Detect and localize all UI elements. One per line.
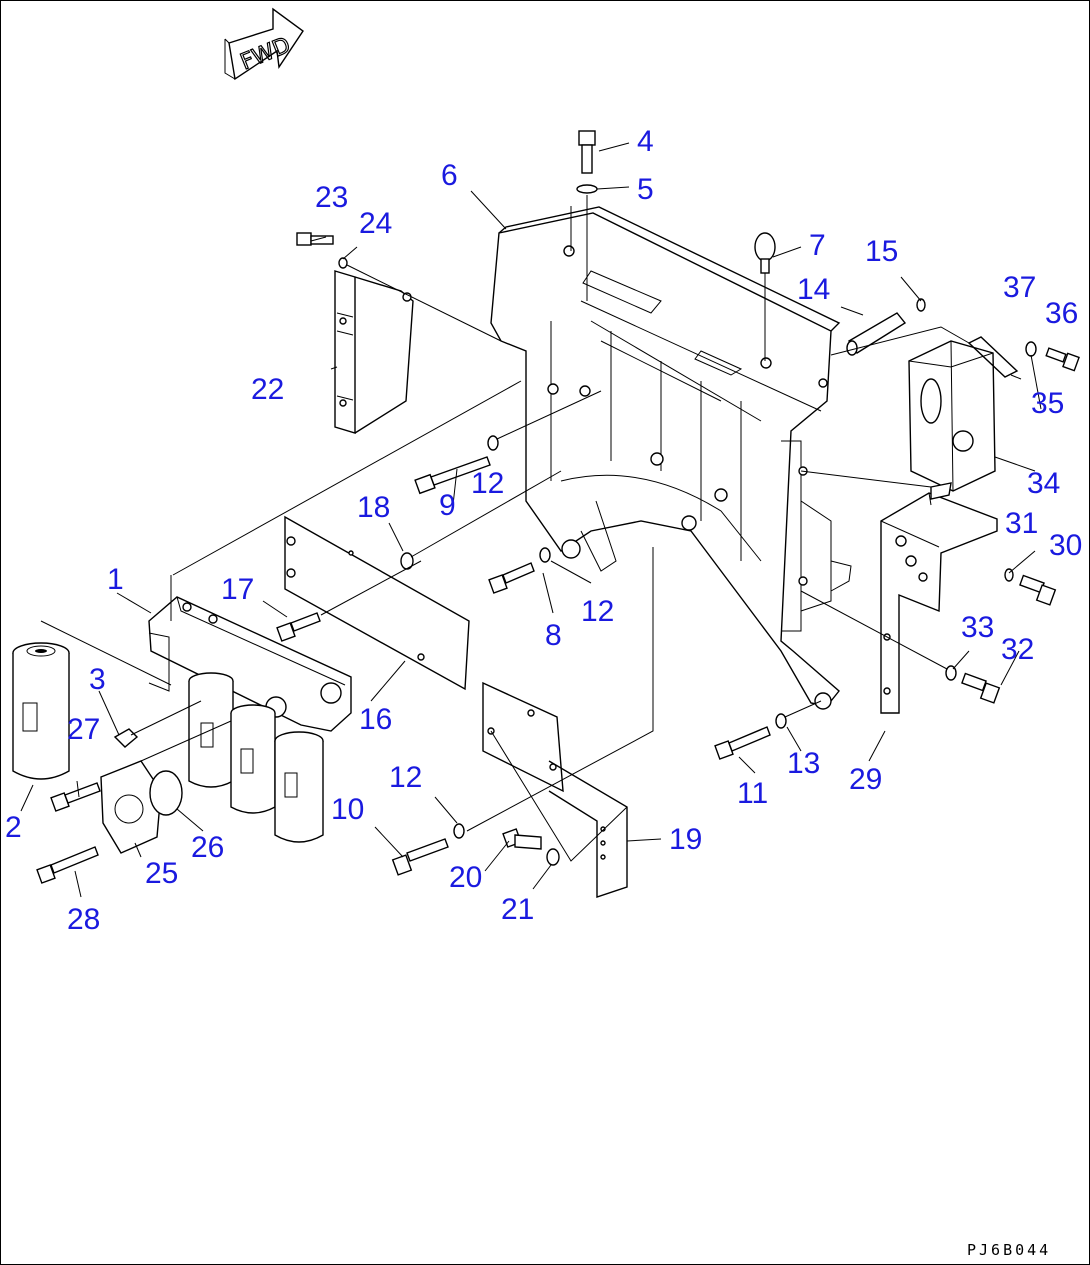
callout-13: 13	[787, 747, 820, 780]
callout-9: 9	[439, 489, 456, 522]
callout-31: 31	[1005, 507, 1038, 540]
callout-22: 22	[251, 373, 284, 406]
main-frame-part	[490, 206, 852, 710]
bolt-8-part	[488, 547, 551, 594]
callout-23: 23	[315, 181, 348, 214]
callout-15: 15	[865, 235, 898, 268]
bolt-4-part	[570, 130, 598, 301]
drawing-code: PJ6B044	[967, 1241, 1051, 1259]
plate-16-part	[276, 470, 562, 691]
callout-2: 2	[5, 811, 22, 844]
callout-16: 16	[359, 703, 392, 736]
callout-19: 19	[669, 823, 702, 856]
bracket-29-part	[800, 470, 1057, 714]
callout-26: 26	[191, 831, 224, 864]
callout-27: 27	[67, 713, 100, 746]
callout-14: 14	[797, 273, 830, 306]
plate-19-part	[391, 547, 654, 898]
callout-7: 7	[809, 229, 826, 262]
eye-bolt-7-part	[754, 232, 776, 361]
fwd-text: FWD	[237, 33, 294, 75]
callout-12-b: 12	[581, 595, 614, 628]
callout-10: 10	[331, 793, 364, 826]
callout-37: 37	[1003, 271, 1036, 304]
plate-22-part	[296, 232, 502, 434]
callout-32: 32	[1001, 633, 1034, 666]
filter-2-part	[12, 620, 172, 780]
callout-6: 6	[441, 159, 458, 192]
callout-24: 24	[359, 207, 392, 240]
callout-5: 5	[637, 173, 654, 206]
callout-12-a: 12	[471, 467, 504, 500]
callout-34: 34	[1027, 467, 1060, 500]
cover-25-part	[100, 720, 232, 854]
callout-labels: 1 2 3 4 5 6 7 8 9 10 11 12 13 14 15 16 1…	[5, 125, 1082, 936]
leader-lines	[20, 142, 1042, 898]
callout-36: 36	[1045, 297, 1078, 330]
pin-14-part	[846, 298, 926, 356]
cover-34-part	[830, 326, 1080, 492]
callout-18: 18	[357, 491, 390, 524]
callout-8: 8	[545, 619, 562, 652]
callout-28: 28	[67, 903, 100, 936]
callout-4: 4	[637, 125, 654, 158]
bolt-11-part	[714, 700, 822, 760]
callout-29: 29	[849, 763, 882, 796]
callout-11: 11	[737, 777, 768, 810]
callout-12-c: 12	[389, 761, 422, 794]
callout-1: 1	[107, 563, 124, 596]
sensor-3-part	[113, 700, 202, 748]
bolt-27-part	[50, 782, 101, 812]
bolt-9-part	[414, 390, 602, 495]
callout-25: 25	[145, 857, 178, 890]
forward-arrow: FWD	[224, 7, 304, 81]
callout-20: 20	[449, 861, 482, 894]
callout-35: 35	[1031, 387, 1064, 420]
callout-17: 17	[221, 573, 254, 606]
callout-33: 33	[961, 611, 994, 644]
filter-assembly-1-part	[148, 380, 522, 843]
bolt-28-part	[36, 846, 99, 884]
callout-3: 3	[89, 663, 106, 696]
callout-21: 21	[501, 893, 534, 926]
callout-30: 30	[1049, 529, 1082, 562]
